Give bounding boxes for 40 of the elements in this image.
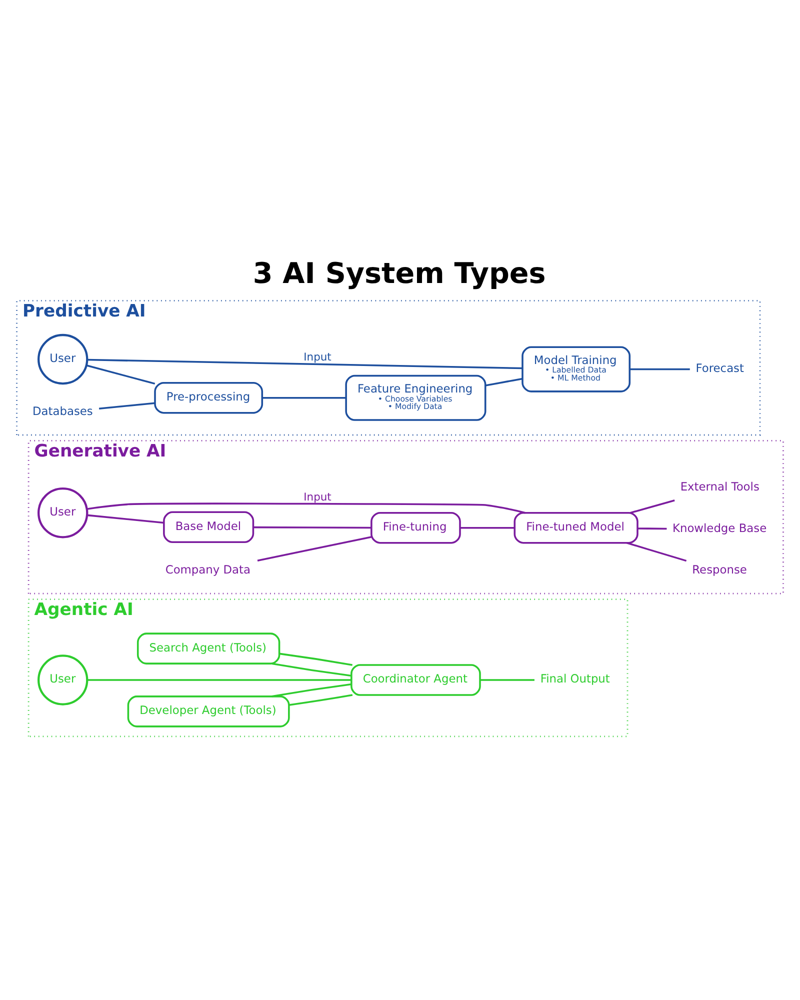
node-circle: User: [38, 654, 88, 706]
connector: [87, 679, 352, 681]
node-text: Final Output: [540, 672, 610, 686]
node-box: Search Agent (Tools): [136, 632, 280, 664]
diagram-title: 3 AI System Types: [252, 256, 546, 290]
connector: [86, 514, 164, 524]
connector: [272, 683, 352, 698]
connector: [253, 526, 372, 529]
node-text: Company Data: [165, 562, 250, 576]
edge-label: Input: [304, 490, 332, 504]
connector: [480, 679, 534, 681]
node-text: Knowledge Base: [672, 521, 767, 535]
connector: [87, 502, 526, 514]
edge-label: Input: [304, 350, 332, 364]
connector: [98, 402, 155, 410]
connector: [272, 662, 352, 677]
node-text: External Tools: [680, 480, 760, 494]
node-box: Pre-processing: [154, 382, 264, 414]
node-box: Developer Agent (Tools): [127, 696, 290, 728]
node-text: Response: [692, 562, 747, 576]
node-circle: User: [38, 488, 88, 538]
node-circle: User: [38, 334, 88, 385]
connector: [86, 364, 156, 385]
connector: [288, 694, 353, 706]
connector: [262, 396, 346, 399]
connector: [87, 358, 523, 370]
connector: [257, 536, 372, 562]
connector: [626, 542, 687, 562]
node-box: Fine-tuning: [370, 512, 461, 544]
connector: [485, 378, 523, 386]
connector: [279, 652, 352, 666]
node-box: Fine-tuned Model: [514, 512, 638, 544]
node-box: Base Model: [163, 511, 254, 544]
connector: [460, 526, 515, 529]
node-text: Forecast: [696, 361, 744, 375]
connector: [630, 368, 690, 370]
node-box: Coordinator Agent: [350, 664, 481, 696]
connector: [638, 528, 667, 530]
node-text: Databases: [32, 404, 93, 418]
connector: [630, 500, 675, 514]
